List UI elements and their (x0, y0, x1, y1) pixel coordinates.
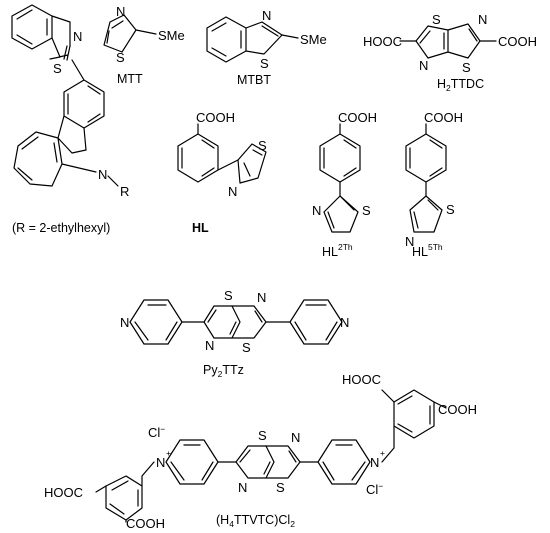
caption-h4ttvtc: (H4TTVTC)Cl2 (216, 513, 295, 529)
atom-s: S (258, 428, 267, 443)
group-cooh: COOH (438, 402, 477, 417)
group-hooc: HOOC (342, 372, 381, 387)
atom-n: N (478, 12, 487, 27)
group-sme: SMe (300, 32, 327, 47)
structure-h4ttvtc: Cl− N + S N N S N + Cl− HOOC COOH (44, 372, 477, 531)
caption-hl5th: HL5Th (412, 242, 443, 259)
caption-h2ttdc-sub: 2 (446, 83, 451, 93)
atom-n-pyridinium-left: N (156, 455, 165, 470)
atom-s: S (432, 12, 441, 27)
caption-h4ttvtc-sub2: 2 (290, 519, 295, 529)
structure-mtbt: N S SMe MTBT (206, 8, 327, 87)
atom-n: N (312, 203, 321, 218)
structure-hl5th: COOH S N HL5Th (405, 110, 463, 259)
atom-n-pyridine-left: N (120, 315, 129, 330)
substituent-r: R (120, 184, 129, 199)
caption-hl5th-main: HL (412, 245, 428, 259)
atom-s: S (242, 340, 251, 355)
atom-s: S (260, 56, 269, 71)
caption-h4ttvtc-sub1: 4 (229, 519, 234, 529)
caption-h2ttdc-suffix: TTDC (451, 77, 484, 91)
atom-s: S (276, 480, 285, 495)
caption-hl2th-main: HL (322, 245, 338, 259)
caption-h4ttvtc-a: (H (216, 513, 229, 527)
caption-h2ttdc-prefix: H (437, 77, 446, 91)
counterion-cl-left: Cl− (148, 424, 165, 440)
group-sme: SMe (158, 28, 185, 43)
atom-s: S (53, 61, 62, 76)
caption-carbazole: (R = 2-ethylhexyl) (12, 221, 110, 235)
group-cooh: COOH (424, 110, 463, 125)
caption-h2ttdc: H2TTDC (437, 77, 484, 93)
atom-n-pyridinium-right: N (370, 455, 379, 470)
caption-mtbt: MTBT (237, 73, 271, 87)
atom-n: N (257, 290, 266, 305)
atom-n: N (238, 480, 247, 495)
group-hooc: HOOC (363, 34, 402, 49)
structure-mtt: N S SMe MTT (103, 4, 185, 86)
caption-hl5th-sup: 5Th (428, 242, 443, 252)
group-cooh: COOH (498, 34, 537, 49)
atom-n: N (405, 234, 414, 249)
atom-s: S (224, 288, 233, 303)
caption-mtt: MTT (117, 72, 143, 86)
group-hooc: HOOC (44, 485, 83, 500)
structure-h2ttdc: HOOC S N N S COOH H2TTDC (363, 12, 537, 93)
structure-py2ttz: N S N N S N Py2TTz (120, 288, 349, 379)
atom-n-carbazole: N (98, 167, 107, 182)
group-cooh: COOH (338, 110, 377, 125)
caption-h4ttvtc-b: TTVTC)Cl (234, 513, 290, 527)
atom-s: S (462, 60, 471, 75)
caption-py2ttz: Py2TTz (203, 363, 244, 379)
atom-n: N (228, 184, 237, 199)
group-cooh: COOH (196, 110, 235, 125)
atom-n: N (291, 430, 300, 445)
structure-hl2th: COOH N S HL2Th (312, 110, 377, 259)
atom-n: N (205, 338, 214, 353)
structure-carbazole-benzothiazole: N S N R (R = 2-ethylhexyl) (11, 4, 129, 235)
charge-plus-right: + (380, 448, 385, 458)
caption-hl2th-sup: 2Th (338, 242, 353, 252)
caption-py2ttz-suffix: TTz (222, 363, 244, 377)
caption-py2ttz-prefix: Py (203, 363, 218, 377)
caption-py2ttz-sub: 2 (218, 369, 223, 379)
atom-s: S (116, 50, 125, 65)
atom-n: N (262, 8, 271, 23)
caption-hl: HL (192, 221, 209, 235)
atom-s: S (446, 202, 455, 217)
atom-s: S (258, 138, 267, 153)
structure-hl: COOH S N HL (177, 110, 267, 235)
atom-n: N (116, 4, 125, 19)
atom-n-pyridine-right: N (340, 315, 349, 330)
atom-n: N (73, 29, 82, 44)
counterion-cl-right: Cl− (366, 481, 383, 497)
charge-plus-left: + (166, 448, 171, 458)
caption-hl2th: HL2Th (322, 242, 353, 259)
atom-n: N (419, 58, 428, 73)
group-cooh: COOH (126, 516, 165, 531)
atom-s: S (362, 203, 371, 218)
